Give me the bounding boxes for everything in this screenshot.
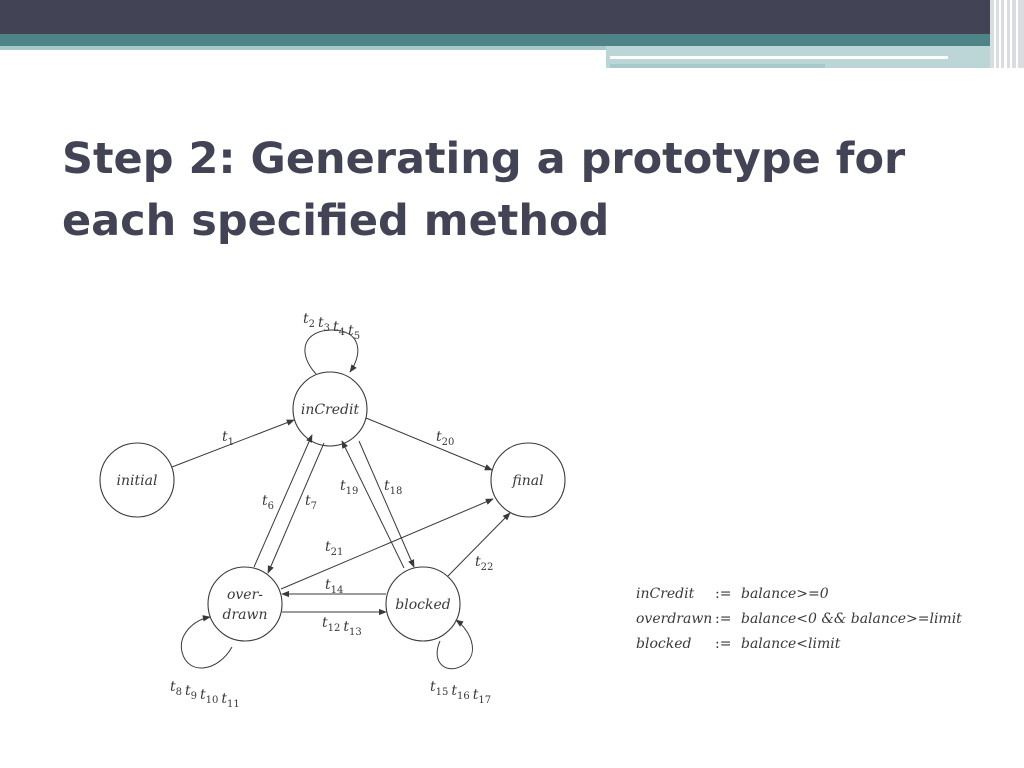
state-final: final <box>490 442 566 518</box>
slide-title: Step 2: Generating a prototype for each … <box>62 134 906 246</box>
state-circle <box>385 566 461 642</box>
transition-label-t22: t22 <box>475 554 493 573</box>
transition-label-t7: t7 <box>305 493 317 512</box>
state-label: drawn <box>222 607 267 623</box>
transition-label-t20: t20 <box>436 429 454 448</box>
edge-t15-t17 <box>436 619 473 670</box>
state-label: blocked <box>395 597 450 613</box>
state-initial: initial <box>99 442 175 518</box>
definition-term: inCredit <box>636 586 695 602</box>
state-circle <box>99 442 175 518</box>
definition-row: inCredit := balance>=0 <box>636 586 996 611</box>
header-light-line <box>610 56 948 59</box>
transition-label-t21: t21 <box>325 539 343 558</box>
edge-t19 <box>341 440 405 569</box>
state-circle <box>292 371 368 447</box>
header-light-band <box>0 46 606 50</box>
header-light-line <box>610 64 825 68</box>
edge-t21 <box>280 498 494 590</box>
state-label: over- <box>227 587 263 603</box>
state-overdrawn: over-drawn <box>207 566 283 642</box>
state-label: initial <box>117 473 158 489</box>
transition-label-t6: t6 <box>262 493 274 512</box>
edge-t1 <box>171 419 295 468</box>
definition-operator: := <box>715 636 732 652</box>
state-blocked: blocked <box>385 566 461 642</box>
edge-t8-t11 <box>180 615 233 669</box>
state-circle <box>490 442 566 518</box>
definition-expression: balance<limit <box>741 636 841 652</box>
definition-operator: := <box>715 586 732 602</box>
state-label: inCredit <box>301 402 360 418</box>
transition-label-t1: t1 <box>222 429 234 448</box>
definition-row: blocked := balance<limit <box>636 636 996 661</box>
transition-label-t14: t14 <box>325 577 343 596</box>
definition-term: blocked <box>636 636 692 652</box>
edge-t22 <box>447 512 511 577</box>
definition-row: overdrawn := balance<0 && balance>=limit <box>636 611 996 636</box>
edge-t2-t5 <box>304 329 359 375</box>
state-definitions: inCredit := balance>=0 overdrawn := bala… <box>636 586 996 661</box>
definition-operator: := <box>715 611 732 627</box>
transition-label-t19: t19 <box>340 478 358 497</box>
transition-label-t18: t18 <box>384 478 402 497</box>
state-circle <box>207 566 283 642</box>
definition-term: overdrawn <box>636 611 713 627</box>
edge-t20 <box>365 417 493 471</box>
header-accent-band <box>0 34 1024 46</box>
edge-t6 <box>253 434 313 568</box>
header-dark-band <box>0 0 1024 34</box>
state-incredit: inCredit <box>292 371 368 447</box>
definition-expression: balance>=0 <box>741 586 829 602</box>
header-stripes-decoration <box>990 0 1024 68</box>
edge-t7 <box>267 442 325 574</box>
edge-t18 <box>358 440 415 568</box>
state-label: final <box>511 473 543 489</box>
definition-expression: balance<0 && balance>=limit <box>741 611 962 627</box>
